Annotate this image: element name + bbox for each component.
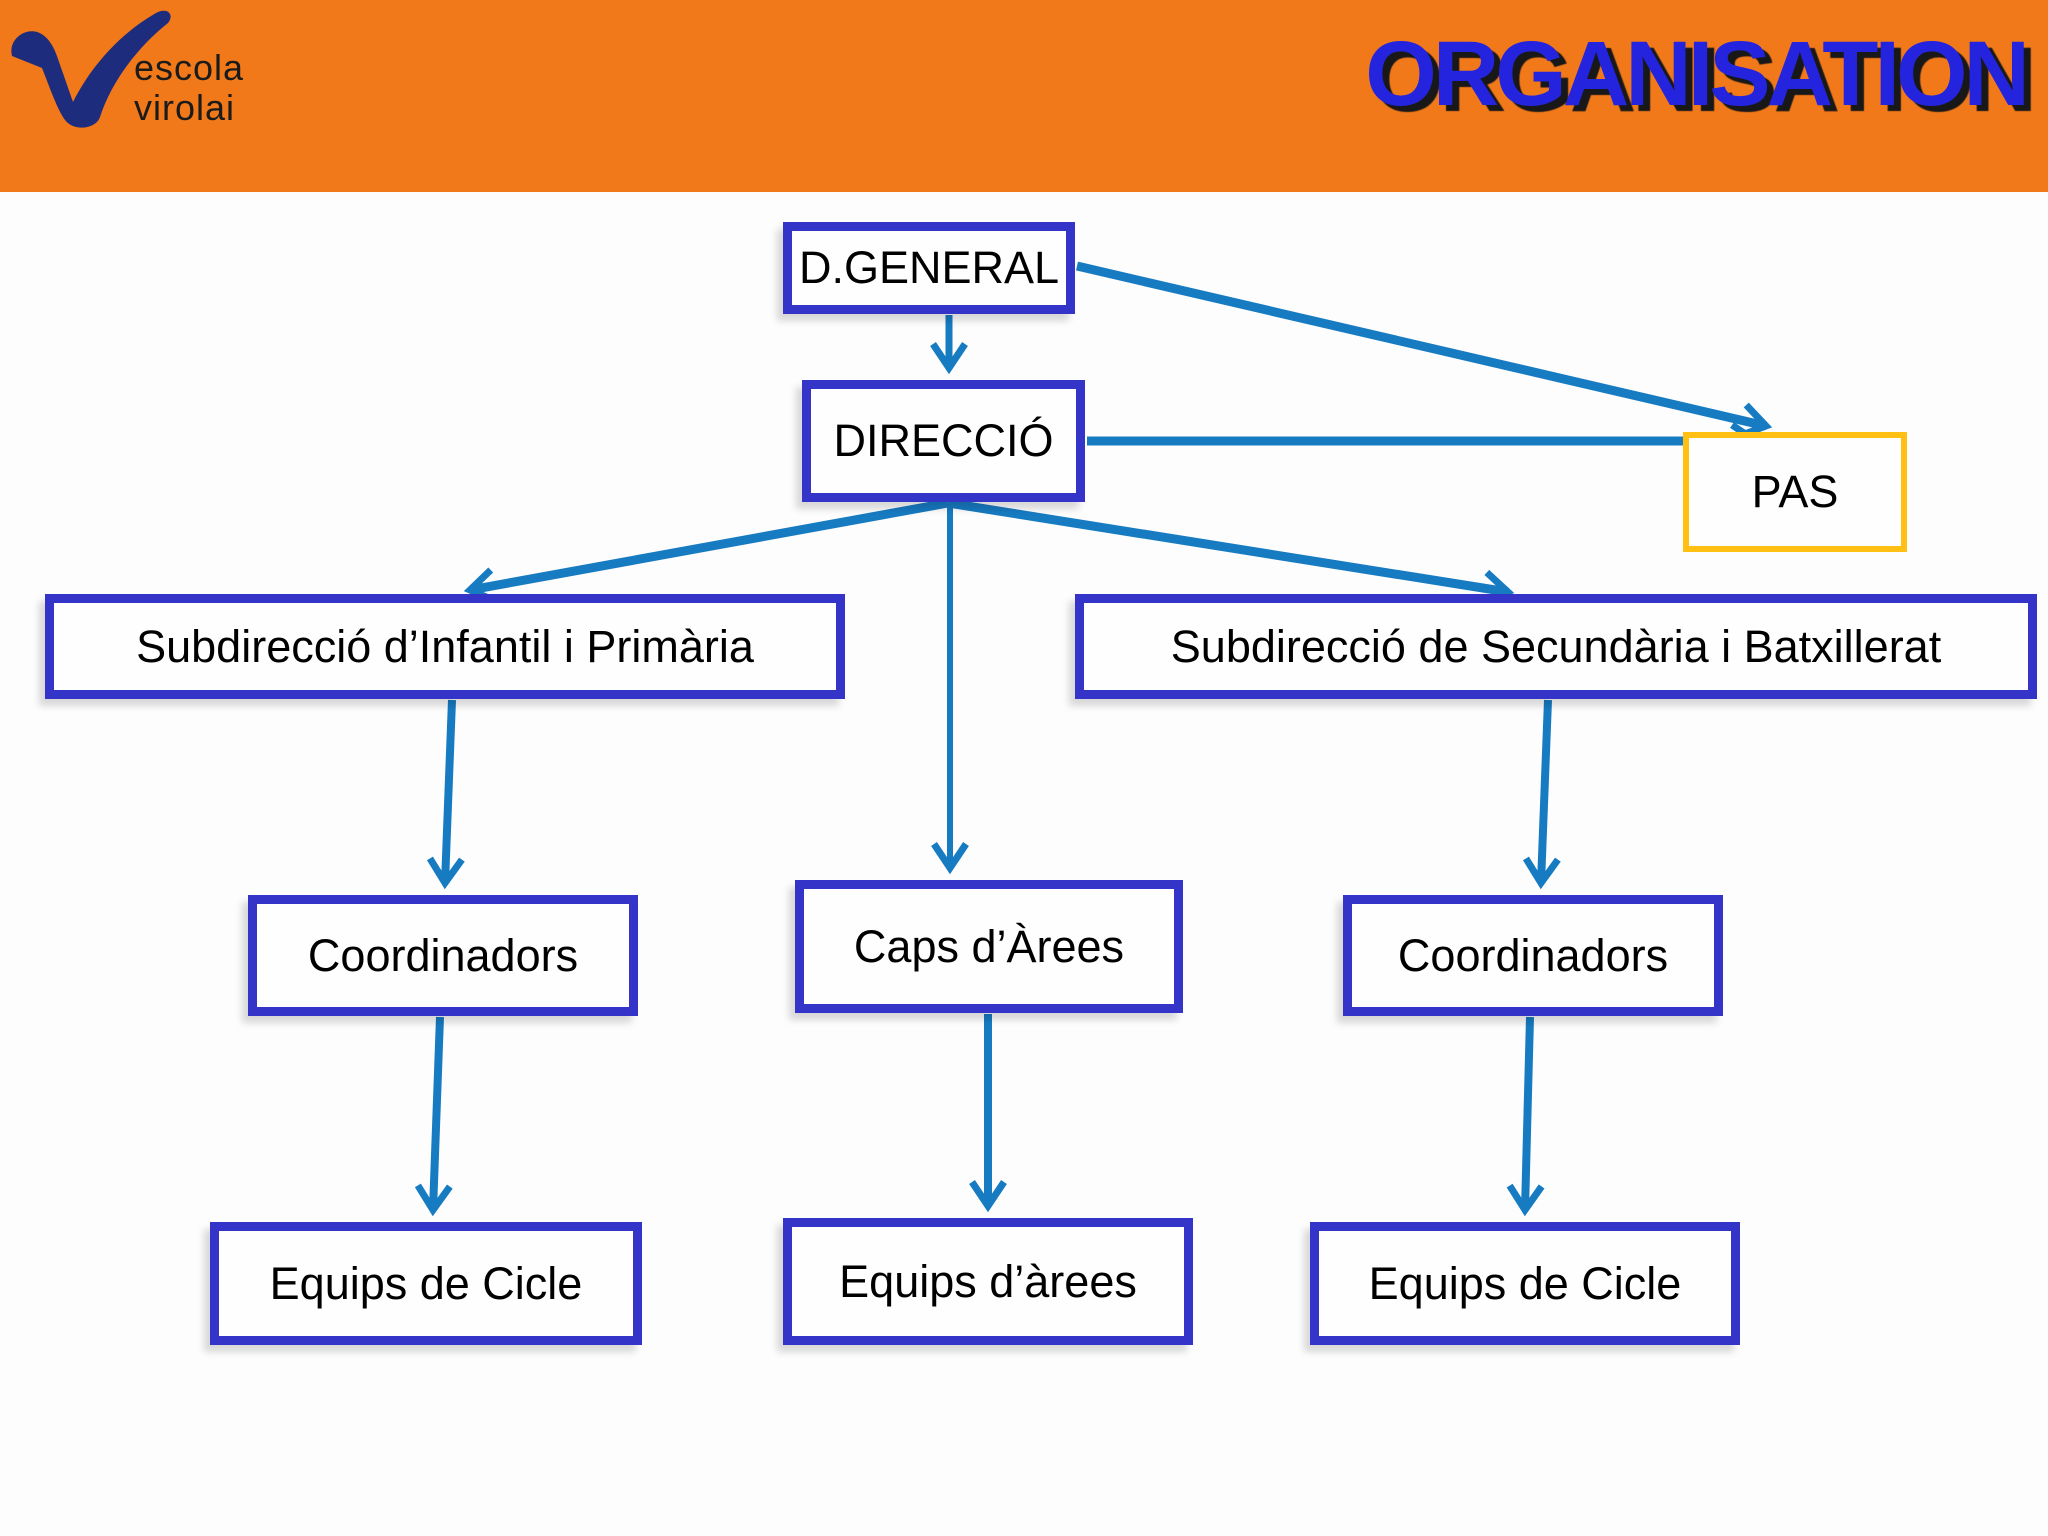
node-equips-darees: Equips d’àrees — [783, 1218, 1193, 1345]
edge-coordinadors-equipscicle-left — [414, 1016, 453, 1217]
page-title: ORGANISATION — [1365, 23, 2030, 125]
node-pas: PAS — [1683, 432, 1907, 552]
node-d-general: D.GENERAL — [783, 222, 1075, 314]
node-direccio: DIRECCIÓ — [802, 380, 1085, 502]
node-equips-de-cicle-left: Equips de Cicle — [210, 1222, 642, 1345]
edge-subinfantil-coordinadors — [426, 699, 465, 890]
school-logo-text: escola virolai — [134, 48, 244, 128]
logo-line-2: virolai — [134, 87, 236, 128]
node-subdireccio-secundaria-batxillerat: Subdirecció de Secundària i Batxillerat — [1075, 594, 2037, 699]
edge-direccio-subinfantil — [463, 498, 949, 605]
edge-subsecundaria-coordinadors — [1522, 699, 1561, 890]
node-caps-darees: Caps d’Àrees — [795, 880, 1183, 1013]
node-equips-de-cicle-right: Equips de Cicle — [1310, 1222, 1740, 1345]
logo-line-1: escola — [134, 47, 245, 88]
school-logo: escola virolai — [6, 0, 256, 170]
node-subdireccio-infantil-primaria: Subdirecció d’Infantil i Primària — [45, 594, 845, 699]
edge-coordinadors-equipscicle-right — [1506, 1016, 1545, 1217]
edge-dgeneral-pas — [1075, 261, 1773, 440]
node-coordinadors-right: Coordinadors — [1343, 895, 1723, 1016]
edge-direccio-subsecundaria — [947, 498, 1515, 608]
node-coordinadors-left: Coordinadors — [248, 895, 638, 1016]
header-bar: escola virolai ORGANISATION — [0, 0, 2048, 192]
checkmark-logo-icon — [11, 10, 171, 128]
